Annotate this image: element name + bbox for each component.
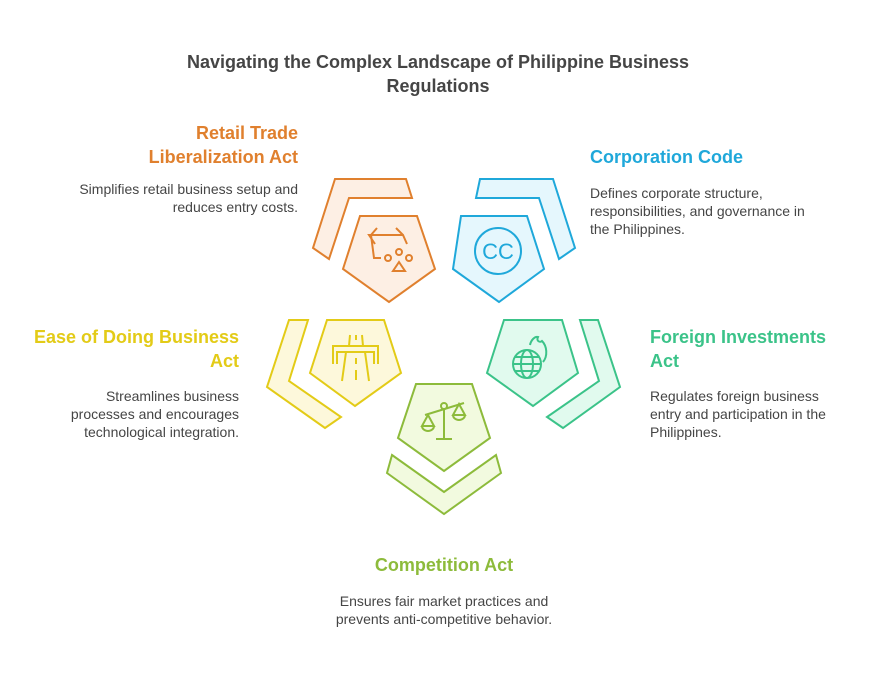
corporation-bracket (474, 178, 577, 261)
cc-circle-icon: CC (474, 227, 522, 275)
foreign-bracket (545, 319, 622, 430)
competition-segment (385, 383, 503, 516)
corporation-segment: CC (451, 178, 577, 304)
scales-icon (420, 401, 467, 440)
corporation-heading: Corporation Code (590, 147, 743, 167)
ease-bracket (265, 319, 343, 430)
svg-text:CC: CC (482, 239, 514, 264)
globe-flame-icon (512, 335, 548, 379)
shopping-basket-icon (367, 227, 413, 272)
ease-heading: Ease of Doing Business Act (33, 327, 239, 371)
competition-heading: Competition Act (374, 555, 514, 575)
competition-description: Ensures fair market practices and preven… (335, 593, 553, 627)
retail-description: Simplifies retail business setup and red… (79, 181, 298, 215)
ease-segment (265, 319, 403, 430)
corporation-pentagon (451, 215, 546, 304)
retail-heading: Retail Trade Liberalization Act (148, 123, 298, 167)
ease-description: Streamlines business processes and encou… (70, 388, 239, 440)
diagram-title: Navigating the Complex Landscape of Phil… (186, 52, 690, 96)
foreign-heading: Foreign Investments Act (650, 327, 827, 371)
retail-bracket (311, 178, 414, 261)
competition-chevron (385, 453, 503, 516)
highway-icon (332, 334, 379, 382)
retail-pentagon (341, 215, 437, 304)
retail-segment (311, 178, 437, 304)
foreign-segment (485, 319, 622, 430)
corporation-description: Defines corporate structure, responsibil… (590, 185, 805, 237)
foreign-description: Regulates foreign business entry and par… (650, 388, 826, 440)
